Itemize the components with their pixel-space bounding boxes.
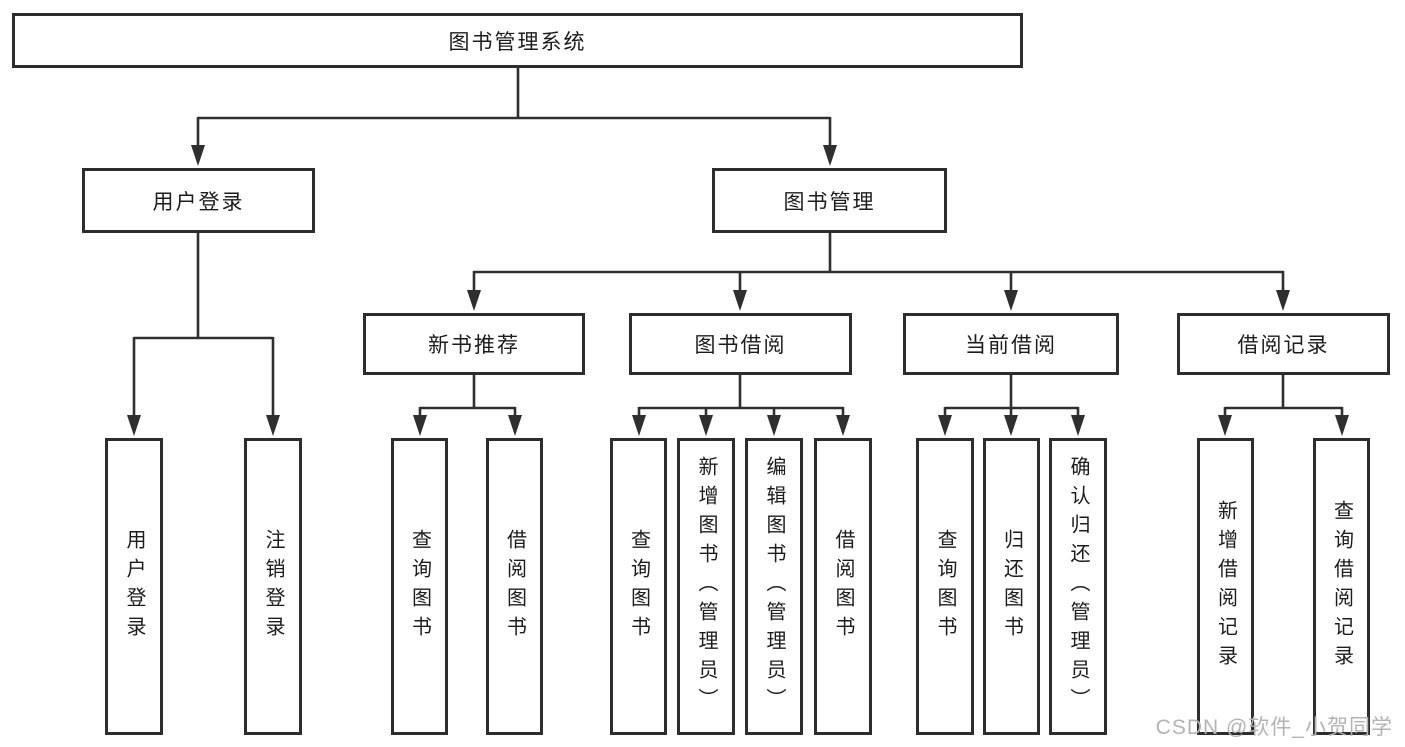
leaf-query-borrow-record: 查询借阅记录 (1313, 438, 1370, 735)
leaf-user-login: 用户登录 (105, 438, 163, 735)
node-current-borrowing: 当前借阅 (903, 313, 1119, 375)
leaf-return-books: 归还图书 (983, 438, 1040, 735)
node-book-management: 图书管理 (712, 168, 947, 233)
leaf-logout: 注销登录 (244, 438, 302, 735)
leaf-query-books-borrow: 查询图书 (610, 438, 667, 735)
leaf-borrow-books: 借阅图书 (814, 438, 872, 735)
node-new-book-recommendation: 新书推荐 (363, 313, 585, 375)
leaf-add-borrow-record: 新增借阅记录 (1197, 438, 1254, 735)
node-book-borrowing: 图书借阅 (629, 313, 852, 375)
leaf-query-books-recommend: 查询图书 (391, 438, 448, 735)
leaf-confirm-return-admin: 确认归还（管理员） (1049, 438, 1107, 735)
leaf-borrow-books-recommend: 借阅图书 (486, 438, 543, 735)
leaf-edit-books-admin: 编辑图书（管理员） (745, 438, 803, 735)
node-borrowing-records: 借阅记录 (1177, 313, 1390, 375)
leaf-add-books-admin: 新增图书（管理员） (677, 438, 735, 735)
arrowheads (127, 145, 1349, 436)
node-library-management-system: 图书管理系统 (12, 13, 1023, 68)
node-user-login: 用户登录 (82, 168, 315, 233)
leaf-query-books-current: 查询图书 (916, 438, 974, 735)
